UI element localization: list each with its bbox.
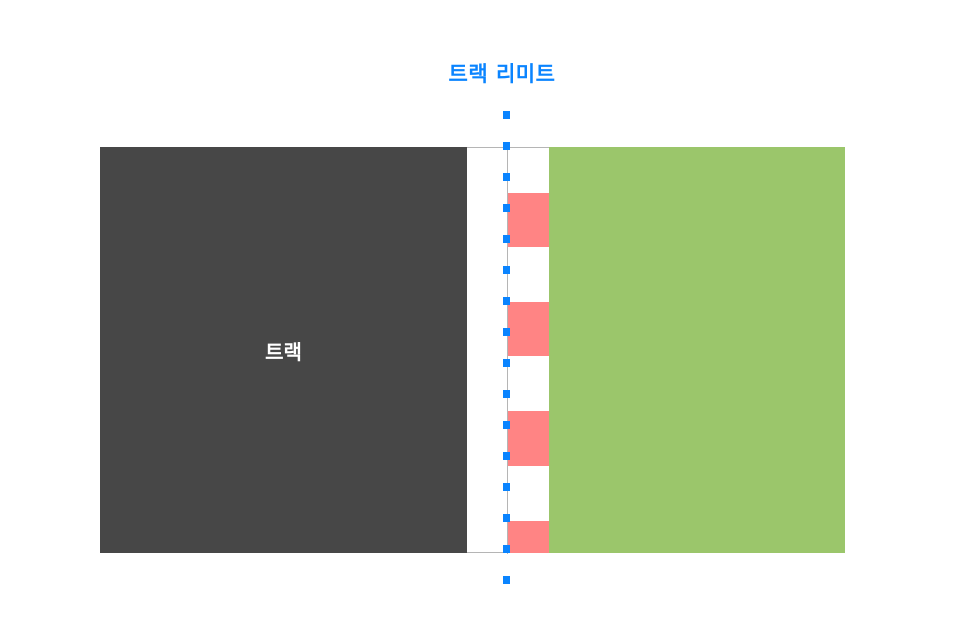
curb-stripe <box>508 411 549 466</box>
outside-area <box>549 147 845 553</box>
track-limit-dashed-line <box>503 111 510 592</box>
curb-stripe <box>508 193 549 247</box>
curb-stripe <box>508 302 549 356</box>
curb-stripe <box>508 521 549 553</box>
track-limit-title: 트랙 리미트 <box>448 62 556 86</box>
track-label: 트랙 <box>265 339 302 364</box>
track-area: 트랙 <box>100 147 467 553</box>
